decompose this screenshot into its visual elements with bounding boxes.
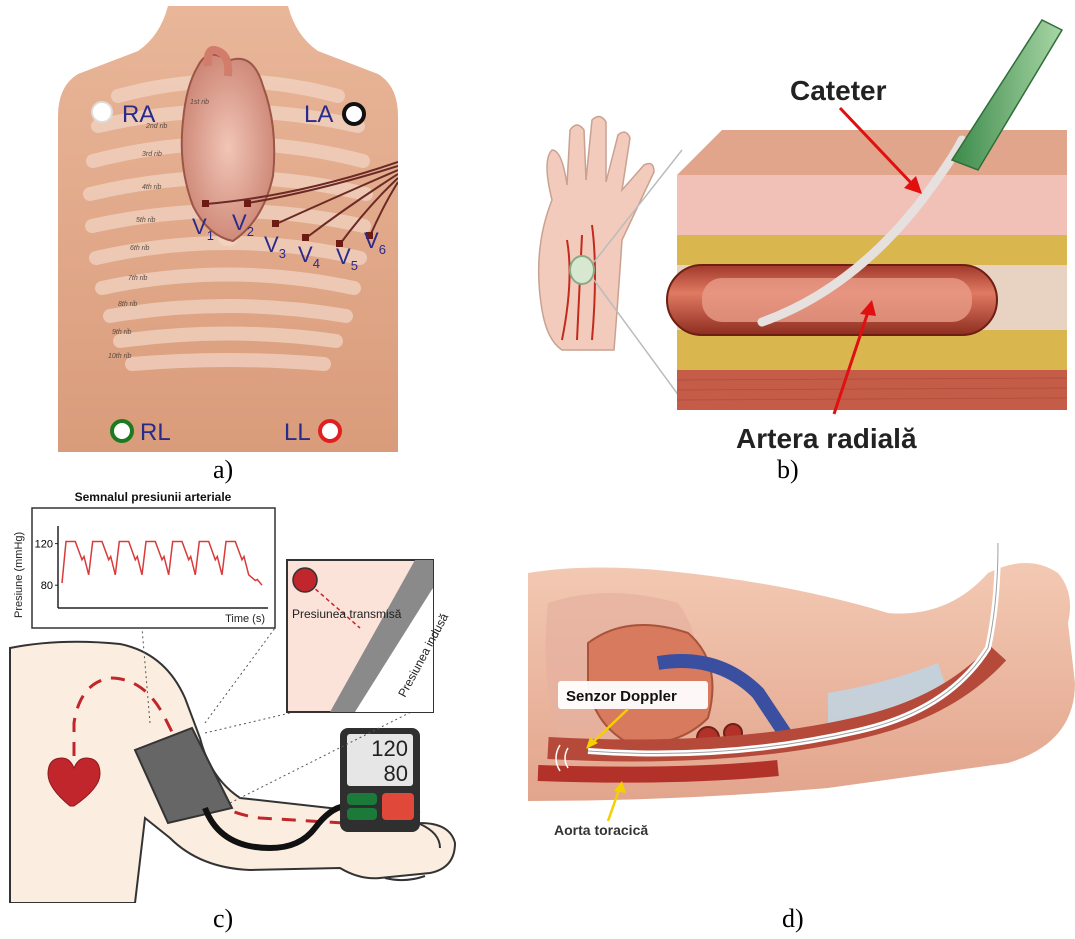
panel-a-ecg: 1st rib 2nd rib 3rd rib 4th rib 5th rib … [58, 6, 398, 452]
panel-c-cuff: 120 80 Presiunea transmisă Presiunea ind… [0, 488, 470, 903]
rib-label: 1st rib [190, 99, 209, 106]
monitor-red-button [382, 793, 414, 820]
rl-electrode [112, 421, 132, 441]
doppler-illustration: Senzor Doppler Aorta toracică [528, 543, 1075, 843]
caption-d: d) [782, 904, 804, 934]
rib-label: 4th rib [142, 184, 162, 191]
transmitted-pressure-label: Presiunea transmisă [292, 607, 402, 621]
catheter-illustration: Cateter Artera radială [522, 0, 1075, 460]
rib-label: 10th rib [108, 353, 131, 360]
thoracic-aorta [538, 768, 778, 775]
skin-layer [677, 175, 1067, 235]
hand [539, 116, 654, 350]
ll-label: LL [284, 419, 311, 446]
panel-d-doppler: Senzor Doppler Aorta toracică [528, 543, 1075, 843]
y-tick-label: 120 [35, 539, 53, 551]
la-label: LA [304, 101, 333, 128]
rib-label: 3rd rib [142, 151, 162, 158]
y-tick-label: 80 [41, 580, 53, 592]
chest-illustration: 1st rib 2nd rib 3rd rib 4th rib 5th rib … [58, 6, 398, 452]
systolic-readout: 120 [371, 736, 408, 761]
monitor-green-button-2 [347, 808, 377, 820]
chart-x-label: Time (s) [225, 613, 265, 625]
ra-electrode [92, 102, 112, 122]
ra-label: RA [122, 101, 155, 128]
monitor-green-button-1 [347, 793, 377, 805]
ll-electrode [320, 421, 340, 441]
chart-title: Semnalul presiunii arteriale [75, 490, 232, 504]
cuff-illustration: 120 80 Presiunea transmisă Presiunea ind… [0, 488, 470, 903]
chart-y-label: Presiune (mmHg) [13, 532, 25, 618]
la-electrode [344, 104, 364, 124]
rib-label: 9th rib [112, 329, 132, 336]
catheter-label: Cateter [790, 75, 887, 106]
rib-label: 6th rib [130, 245, 150, 252]
diastolic-readout: 80 [384, 761, 408, 786]
tissue-top [677, 130, 1067, 175]
caption-c: c) [213, 904, 233, 934]
caption-b: b) [777, 455, 799, 485]
chart-frame [32, 508, 275, 628]
rib-label: 8th rib [118, 301, 138, 308]
sensor-label: Senzor Doppler [566, 688, 677, 705]
rib-label: 5th rib [136, 217, 156, 224]
rib-label: 7th rib [128, 275, 148, 282]
aorta-label: Aorta toracică [554, 822, 648, 838]
panel-b-catheter: Cateter Artera radială [522, 0, 1075, 460]
artery-label: Artera radială [736, 423, 917, 454]
caption-a: a) [213, 455, 233, 485]
insertion-site [570, 256, 594, 284]
rl-label: RL [140, 419, 171, 446]
